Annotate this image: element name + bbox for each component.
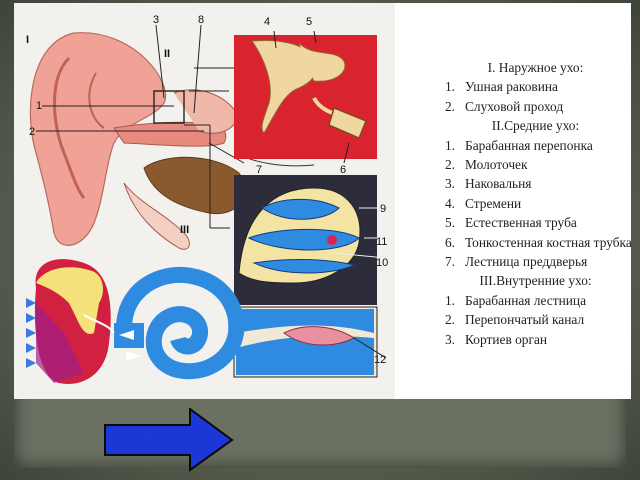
cochlea-section-panel: [234, 175, 387, 305]
figure-number-5: 5: [306, 16, 312, 28]
list-item: 1. Барабанная перепонка: [433, 136, 638, 155]
list-text: Стремени: [465, 195, 522, 211]
list-number: 3.: [444, 331, 455, 347]
list-text: Слуховой проход: [465, 98, 564, 114]
list-text: Тонкостенная костная трубка: [465, 234, 632, 250]
list-number: 7.: [444, 254, 455, 270]
figure-number-7: 7: [256, 164, 262, 176]
figure-number-12: 12: [374, 354, 386, 366]
list-number: 1.: [444, 79, 455, 95]
list-item: 1. Барабанная лестница: [433, 291, 638, 310]
list-text: Молоточек: [465, 157, 528, 173]
organ-of-corti-panel: [233, 306, 387, 378]
callout-lines: [36, 24, 245, 229]
list-number: 5.: [444, 215, 455, 231]
ear-parts-legend: I. Наружное ухо: 1. Ушная раковина 2. Слух…: [433, 58, 638, 349]
list-number: 6.: [444, 234, 455, 250]
list-number: 1.: [444, 137, 455, 153]
middle-ear-panel: [234, 30, 377, 164]
ear-anatomy-figure: 1 2 3 4 5 6 7 8 9 10 11 12 I II III: [14, 3, 395, 399]
figure-number-9: 9: [380, 203, 386, 215]
roman-numeral-iii: III: [180, 224, 189, 236]
list-text: Кортиев орган: [465, 331, 548, 347]
list-number: 2.: [444, 98, 455, 114]
list-item: 7. Лестница преддверья: [433, 252, 638, 271]
figure-number-4: 4: [264, 16, 270, 28]
roman-numeral-i: I: [26, 34, 29, 46]
list-text: Естественная труба: [465, 215, 577, 231]
list-text: Ушная раковина: [465, 79, 558, 95]
roman-numeral-ii: II: [164, 48, 170, 60]
list-item: 2. Молоточек: [433, 155, 638, 174]
list-item: 6. Тонкостенная костная трубка: [433, 233, 638, 252]
list-number: 3.: [444, 176, 455, 192]
outer-ear-illustration: [29, 32, 315, 250]
section-heading-middle-ear: II.Средние ухо:: [491, 118, 580, 134]
list-item: 3. Наковальня: [433, 174, 638, 193]
legend-panel: [395, 3, 631, 399]
figure-number-6: 6: [340, 164, 346, 176]
section-heading-outer-ear: I. Наружное ухо:: [487, 60, 584, 75]
list-item: 2. Перепончатый канал: [433, 310, 638, 329]
figure-number-1: 1: [36, 100, 42, 112]
next-slide-label[interactable]: в начало: [114, 433, 156, 444]
list-text: Барабанная перепонка: [465, 137, 593, 153]
right-arrow-icon: [104, 407, 234, 472]
list-number: 2.: [444, 157, 455, 173]
section-heading-inner-ear: III.Внутренние ухо:: [479, 273, 592, 289]
figure-number-11: 11: [376, 236, 387, 248]
figure-number-8: 8: [198, 14, 204, 26]
figure-number-3: 3: [153, 14, 159, 26]
figure-numbers: 1 2 3 4 5 6 7 8 9 10 11 12 I II III: [26, 14, 388, 366]
list-text: Наковальня: [465, 176, 532, 192]
list-item: 5. Естественная труба: [433, 213, 638, 232]
list-item: 1. Ушная раковина: [433, 77, 638, 96]
list-number: 1.: [444, 292, 455, 308]
figure-number-2: 2: [29, 126, 35, 138]
list-item: 3. Кортиев орган: [433, 330, 638, 349]
list-item: 4. Стремени: [433, 194, 638, 213]
list-text: Лестница преддверья: [465, 254, 588, 270]
list-number: 2.: [444, 312, 455, 328]
ear-diagram: 1 2 3 4 5 6 7 8 9 10 11 12 I II III: [26, 14, 388, 384]
figure-number-10: 10: [376, 257, 388, 269]
sound-propagation-diagram: [26, 259, 245, 384]
next-slide-button[interactable]: [104, 407, 234, 477]
list-text: Перепончатый канал: [465, 312, 585, 328]
list-text: Барабанная лестница: [465, 292, 587, 308]
list-item: 2. Слуховой проход: [433, 97, 638, 116]
list-number: 4.: [444, 195, 455, 211]
